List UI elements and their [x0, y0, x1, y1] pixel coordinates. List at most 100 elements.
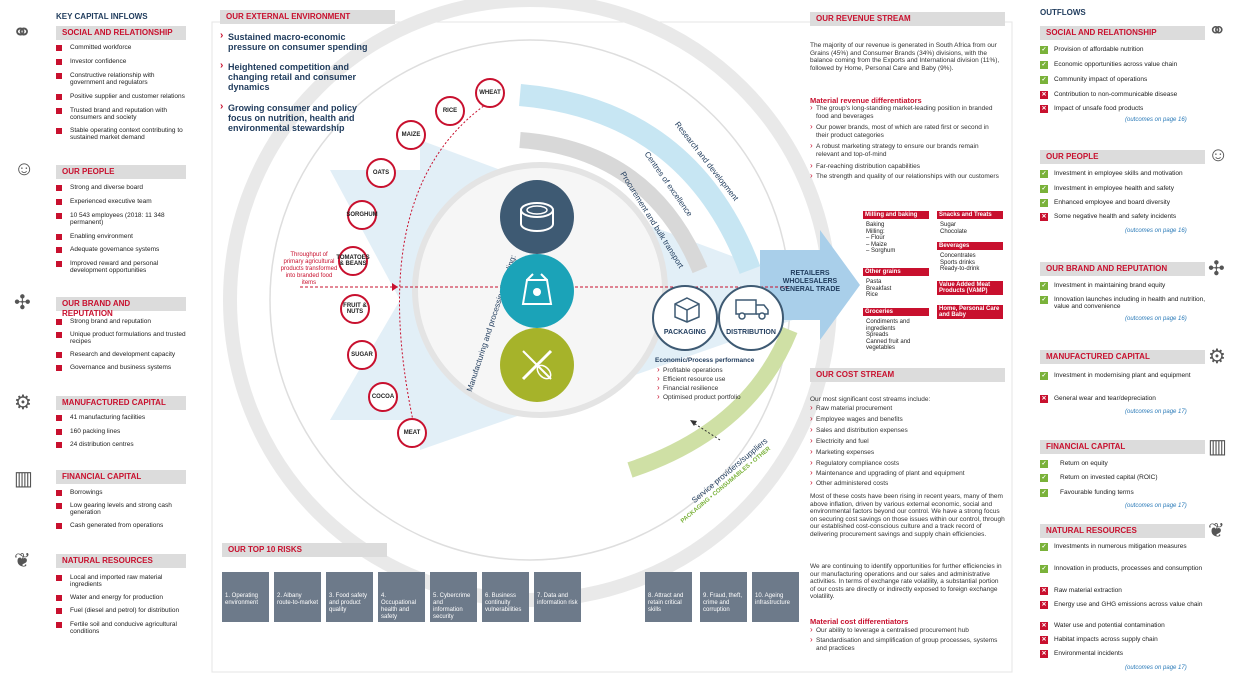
handshake-icon: ⚭ [12, 19, 33, 46]
risk-card: 7. Data and information risk [534, 572, 581, 622]
revenue-diff: Far-reaching distribution capabilities [810, 162, 1002, 171]
inflow-social-item: Trusted brand and reputation with consum… [56, 107, 186, 121]
performance-title: Economic/Process performance [655, 357, 755, 364]
cost-item: Other administered costs [810, 479, 888, 488]
product-text: Baking Milling: – Flour – Maize – Sorghu… [866, 222, 896, 254]
performance-item: Profitable operations [657, 366, 723, 375]
outflow-item: ✕Some negative health and safety inciden… [1040, 213, 1177, 221]
inflow-financial-item: Cash generated from operations [56, 522, 186, 529]
bakery-process-circle [500, 328, 574, 402]
inflow-financial-header: FINANCIAL CAPITAL [56, 470, 186, 484]
grain-meat: MEAT [397, 418, 427, 448]
inflow-brand-item: Strong brand and reputation [56, 318, 186, 325]
external-header: OUR EXTERNAL ENVIRONMENT [220, 10, 395, 24]
grain-sugar: SUGAR [347, 340, 377, 370]
risk-card: 6. Business continuity vulnerabilities [482, 572, 529, 622]
inflow-people-item: Improved reward and personal development… [56, 260, 186, 274]
flour-process-circle [500, 254, 574, 328]
outflow-brand-header: OUR BRAND AND REPUTATION [1040, 262, 1205, 276]
grain-rice: RICE [435, 96, 465, 126]
outflow-item: ✕Contribution to non-communicable diseas… [1040, 91, 1178, 99]
inflow-brand-item: Unique product formulations and trusted … [56, 331, 186, 345]
inflow-brand-header: OUR BRAND AND REPUTATION [56, 297, 186, 318]
inflow-brand-item: Research and development capacity [56, 351, 186, 358]
inflow-financial-item: Low gearing levels and strong cash gener… [56, 502, 186, 516]
cost-item: Raw material procurement [810, 404, 892, 413]
outcomes-note: (outcomes on page 16) [1125, 117, 1187, 123]
inflow-people-item: Enabling environment [56, 233, 186, 240]
inflow-people-item: 10 543 employees (2018: 11 348 permanent… [56, 212, 186, 226]
flour-sack-icon [521, 273, 553, 305]
leaf-icon: ❦ [1208, 520, 1225, 542]
product-text: Condiments and ingredients Spreads Canne… [866, 319, 911, 351]
handshake-icon: ⚭ [1208, 18, 1227, 43]
outcomes-note: (outcomes on page 16) [1125, 316, 1187, 322]
box-icon [674, 297, 700, 323]
inflow-social-item: Investor confidence [56, 58, 186, 65]
grain-wheat: WHEAT [475, 78, 505, 108]
outflow-item: ✓Return on invested capital (ROIC) [1040, 474, 1158, 482]
outflow-item: ✕Environmental incidents [1040, 650, 1124, 658]
grain-sorghum: SORGHUM [346, 200, 378, 230]
cost-intro: Our most significant cost streams includ… [810, 396, 931, 403]
outflow-item: ✕Raw material extraction [1040, 587, 1122, 595]
outflow-item: ✕General wear and tear/depreciation [1040, 395, 1156, 403]
cost-item: Employee wages and benefits [810, 415, 903, 424]
outflow-manufactured-header: MANUFACTURED CAPITAL [1040, 350, 1205, 364]
inflow-social-item: Constructive relationship with governmen… [56, 72, 186, 86]
outflow-social-header: SOCIAL AND RELATIONSHIP [1040, 26, 1205, 40]
revenue-diff-title: Material revenue differentiators [810, 96, 922, 105]
outflow-financial-header: FINANCIAL CAPITAL [1040, 440, 1205, 454]
outflow-item: ✓Return on equity [1040, 460, 1108, 468]
product-text: Pasta Breakfast Rice [866, 279, 892, 298]
risk-card: 5. Cybercrime and information security [430, 572, 477, 622]
gear-icon: ⚙ [14, 392, 32, 414]
risk-card: 1. Operating environment [222, 572, 269, 622]
people-icon: ☺ [14, 158, 35, 180]
distribution-label: DISTRIBUTION [726, 329, 776, 336]
can-process-circle [500, 180, 574, 254]
product-text: Concentrates Sports drinks Ready-to-drin… [940, 253, 980, 272]
inflow-people-header: OUR PEOPLE [56, 165, 186, 179]
outcomes-note: (outcomes on page 17) [1125, 665, 1187, 671]
inflow-manufactured-item: 24 distribution centres [56, 441, 186, 448]
inflows-title: KEY CAPITAL INFLOWS [56, 12, 148, 21]
inflow-natural-item: Fertile soil and conducive agricultural … [56, 621, 186, 635]
risk-card: 8. Attract and retain critical skills [645, 572, 692, 622]
bar-chart-icon: ▥ [14, 468, 33, 490]
outflow-item: ✓Investment in employee skills and motiv… [1040, 170, 1183, 178]
outflow-item: ✕Impact of unsafe food products [1040, 105, 1144, 113]
risk-card: 2. Albany route-to-market [274, 572, 321, 622]
outflow-item: ✓Community impact of operations [1040, 76, 1148, 84]
external-item: Heightened competition and changing reta… [220, 61, 380, 92]
product-head: Other grains [863, 268, 929, 276]
truck-icon [735, 299, 769, 320]
inflow-manufactured-item: 160 packing lines [56, 428, 186, 435]
external-item: Growing consumer and policy focus on nut… [220, 102, 380, 133]
leaf-icon: ❦ [14, 550, 31, 572]
cost-item: Marketing expenses [810, 448, 874, 457]
risk-card: 10. Ageing infrastructure [752, 572, 799, 622]
product-head: Home, Personal Care and Baby [937, 305, 1003, 319]
revenue-header: OUR REVENUE STREAM [810, 12, 1005, 26]
outflow-item: ✓Innovation launches including in health… [1040, 296, 1206, 310]
outflow-item: ✓Economic opportunities across value cha… [1040, 61, 1178, 69]
product-text: Sugar Chocolate [940, 222, 968, 235]
grain-tomatoes-beans: TOMATOES & BEANS [336, 246, 370, 276]
grain-maize: MAIZE [396, 120, 426, 150]
distribution-circle: DISTRIBUTION [718, 285, 784, 351]
cost-diff: Our ability to leverage a centralised pr… [810, 626, 1002, 635]
outflow-item: ✓Provision of affordable nutrition [1040, 46, 1144, 54]
risk-card: 4. Occupational health and safety [378, 572, 425, 622]
inflow-social-item: Stable operating context contributing to… [56, 127, 186, 141]
inflow-natural-item: Water and energy for production [56, 594, 186, 601]
inflow-manufactured-header: MANUFACTURED CAPITAL [56, 396, 186, 410]
revenue-intro: The majority of our revenue is generated… [810, 42, 1000, 72]
external-item: Sustained macro-economic pressure on con… [220, 31, 380, 52]
grain-oats: OATS [366, 158, 396, 188]
outflow-item: ✓Innovation in products, processes and c… [1040, 565, 1203, 573]
outflow-item: ✓Investment in modernising plant and equ… [1040, 372, 1191, 380]
inflow-natural-header: NATURAL RESOURCES [56, 554, 186, 568]
product-head: Beverages [937, 242, 1003, 250]
